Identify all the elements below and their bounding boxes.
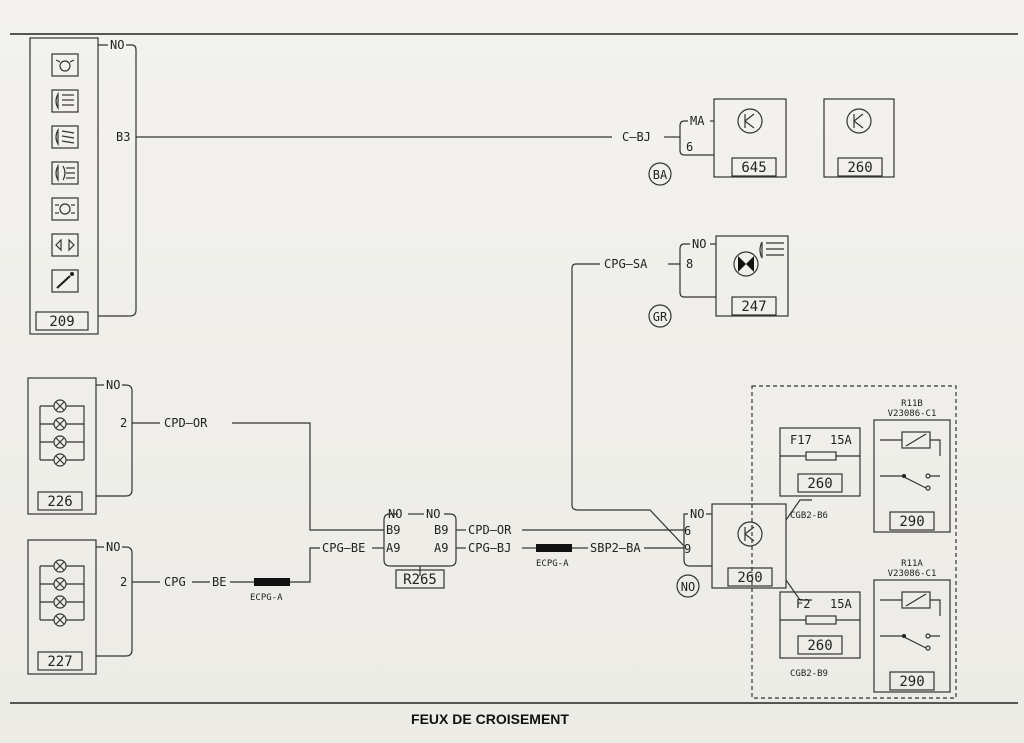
wire-label-cpg: CPG: [164, 575, 186, 589]
splice-label-ecpg-a-left: ECPG-A: [250, 593, 283, 603]
svg-text:GR: GR: [653, 310, 668, 324]
svg-text:NO: NO: [426, 507, 440, 521]
relay-r11b: R11B V23086-C1 290: [873, 399, 951, 533]
connector-b9-left: B9: [386, 523, 400, 537]
component-226: 226: [27, 377, 97, 515]
connector-r265-label: R265: [403, 572, 437, 588]
relay-r11a: R11A V23086-C1 290: [873, 559, 951, 693]
relay-r11a-label: R11A: [901, 559, 923, 569]
connector-pin2-226: 2: [120, 416, 127, 430]
interior-light-icon: [51, 53, 79, 77]
wire-cpg-sa: [571, 263, 685, 547]
connector-pin9: 9: [684, 542, 691, 556]
lamp-bulb-icon: [733, 251, 759, 277]
connector-a9-right: A9: [434, 541, 448, 555]
marker-ba: [648, 162, 672, 186]
relay-r11b-label: R11B: [901, 399, 923, 409]
fuse-relay-box: [751, 385, 957, 699]
relay-r11b-ref: V23086-C1: [888, 409, 937, 419]
splice-ecpg-a-right: [536, 544, 572, 552]
component-290-bot-label: 290: [899, 674, 924, 690]
component-209-label: 209: [49, 314, 74, 330]
wire-209-bracket: [98, 44, 137, 317]
component-645: 645: [713, 98, 787, 178]
wire-cpd-or: [232, 422, 384, 531]
diagram-title: FEUX DE CROISEMENT: [411, 711, 569, 727]
connector-no-247: NO: [692, 237, 706, 251]
wire-label-sbp2-ba: SBP2—BA: [590, 541, 641, 555]
fuse-f2-rating: 15A: [830, 597, 852, 611]
connector-pin8: 8: [686, 257, 693, 271]
component-227: 227: [27, 539, 97, 675]
component-247: 247: [715, 235, 789, 317]
fog-light-icon: [51, 161, 79, 185]
relay-coil-icon: [737, 521, 763, 547]
component-645-label: 645: [741, 160, 766, 176]
splice-ecpg-a-left: [254, 578, 290, 586]
marker-gr: [648, 304, 672, 328]
connector-pin6-260: 6: [684, 524, 691, 538]
component-227-label: 227: [47, 654, 72, 670]
component-260-top-label: 260: [847, 160, 872, 176]
relay-r11a-ref: V23086-C1: [888, 569, 937, 579]
fuse-cgb2-b9: CGB2-B9: [790, 669, 828, 679]
relay-coil-icon: [846, 108, 872, 134]
component-226-label: 226: [47, 494, 72, 510]
connector-no-209: NO: [110, 38, 124, 52]
wire-cpg-be: [290, 547, 320, 583]
connector-a9-left: A9: [386, 541, 400, 555]
svg-text:NO: NO: [681, 580, 695, 594]
fuse-f17-rating: 15A: [830, 433, 852, 447]
connector-ma: MA: [690, 114, 705, 128]
connector-r265: NO B9 A9 NO B9 A9 R265: [383, 507, 457, 589]
wire-label-cpd-or: CPD—OR: [164, 416, 208, 430]
splice-label-ecpg-a-right: ECPG-A: [536, 559, 569, 569]
fuse-f17-label: F17: [790, 433, 812, 447]
connector-pin6-645: 6: [686, 140, 693, 154]
marker-no: [676, 574, 700, 598]
low-beam-icon: [51, 125, 79, 149]
lamp-bulb-icon: [39, 559, 85, 627]
svg-text:BA: BA: [653, 168, 668, 182]
component-260-main-label: 260: [737, 570, 762, 586]
wire-label-cpg-sa: CPG—SA: [604, 257, 648, 271]
connector-b9-right: B9: [434, 523, 448, 537]
component-260-top: 260: [823, 98, 895, 178]
wire-label-cpg-be: CPG—BE: [322, 541, 365, 555]
svg-text:NO: NO: [388, 507, 402, 521]
component-247-label: 247: [741, 299, 766, 315]
component-209: 209: [29, 37, 99, 335]
lamp-bulb-icon: [39, 399, 85, 467]
component-260-f2-label: 260: [807, 638, 832, 654]
horn-stalk-icon: [51, 269, 79, 293]
position-light-icon: [51, 197, 79, 221]
component-260-f17-label: 260: [807, 476, 832, 492]
connector-b3: B3: [116, 130, 130, 144]
headlight-icon: [51, 89, 79, 113]
fuse-f2-label: F2: [796, 597, 810, 611]
fuse-f2: F2 15A 260: [779, 591, 861, 659]
component-260-main: 260: [711, 503, 787, 589]
wire-label-be: BE: [212, 575, 226, 589]
wire-247-bracket: [679, 243, 716, 298]
fuse-f17: F17 15A 260: [779, 427, 861, 497]
wire-label-cpg-bj: CPG—BJ: [468, 541, 511, 555]
wire-label-cpd-or-right: CPD—OR: [468, 523, 512, 537]
wire-645-bracket: [679, 120, 714, 156]
component-290-top-label: 290: [899, 514, 924, 530]
fuse-cgb2-b6: CGB2-B6: [790, 511, 828, 521]
wire-label-c-bj: C—BJ: [622, 130, 651, 144]
turn-signal-icon: [51, 233, 79, 257]
connector-no-260: NO: [690, 507, 704, 521]
relay-coil-icon: [737, 108, 763, 134]
connector-no-226: NO: [106, 378, 120, 392]
connector-pin2-227: 2: [120, 575, 127, 589]
connector-no-227: NO: [106, 540, 120, 554]
